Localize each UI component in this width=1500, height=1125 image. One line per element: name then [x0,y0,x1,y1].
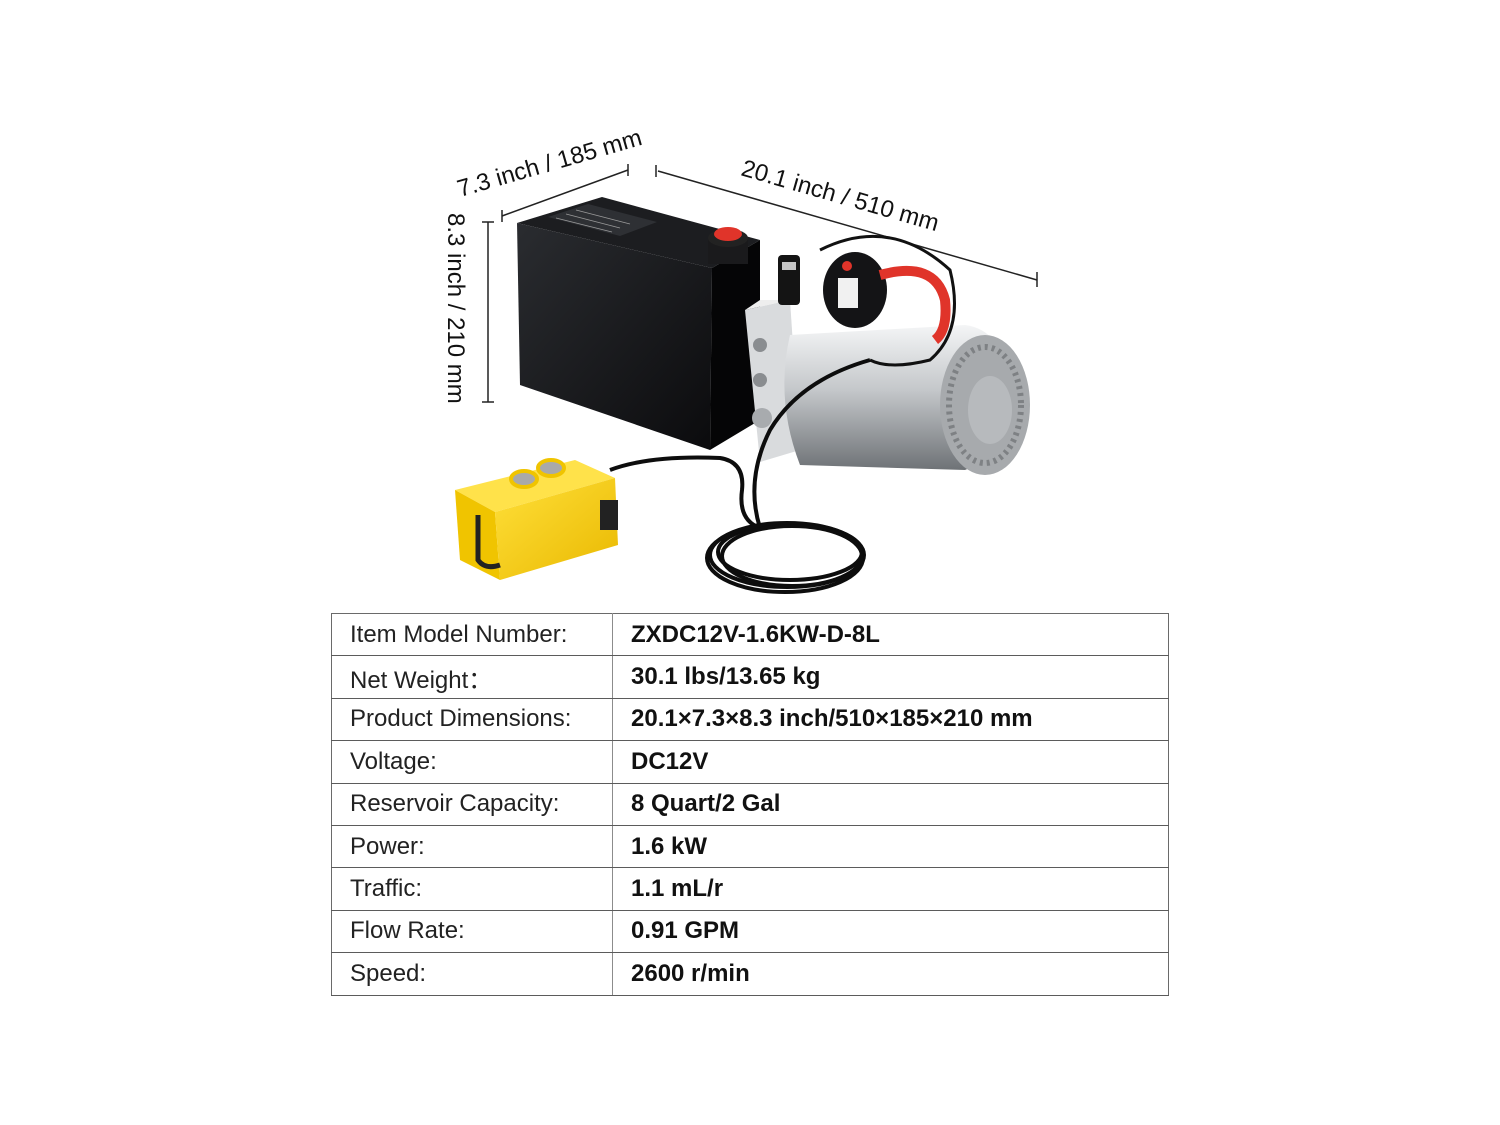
spec-label-power: Power: [331,825,613,869]
spec-label-reservoir-capacity: Reservoir Capacity: [331,783,613,826]
spec-value-voltage: DC12V [612,740,1169,784]
table-row: Net Weight： 30.1 lbs/13.65 kg [331,655,1169,699]
spec-label-traffic: Traffic: [331,867,613,911]
table-row: Speed: 2600 r/min [331,952,1169,996]
spec-value-speed: 2600 r/min [612,952,1169,996]
table-row: Flow Rate: 0.91 GPM [331,910,1169,954]
spec-label-voltage: Voltage: [331,740,613,784]
table-row: Power: 1.6 kW [331,825,1169,869]
dimension-lines [482,164,1038,403]
height-dimension-label: 8.3 inch / 210 mm [442,213,469,404]
table-row: Traffic: 1.1 mL/r [331,867,1169,911]
spec-label-speed: Speed: [331,952,613,996]
remote-pendant [455,458,618,580]
spec-value-power: 1.6 kW [612,825,1169,869]
product-image: 7.3 inch / 185 mm 20.1 inch / 510 mm 8.3… [430,110,1070,610]
spec-value-model-number: ZXDC12V-1.6KW-D-8L [612,613,1169,657]
table-row: Reservoir Capacity: 8 Quart/2 Gal [331,783,1169,826]
spec-value-traffic: 1.1 mL/r [612,867,1169,911]
spec-label-flow-rate: Flow Rate: [331,910,613,954]
cables [609,358,871,594]
reservoir-tank [517,197,760,450]
electric-motor [784,325,1030,475]
specifications-table: Item Model Number: ZXDC12V-1.6KW-D-8L Ne… [331,613,1169,996]
spec-label-net-weight: Net Weight： [331,655,613,699]
solenoid [819,234,956,367]
table-row: Voltage: DC12V [331,740,1169,784]
spec-label-model-number: Item Model Number: [331,613,613,657]
valve-block [745,255,800,462]
spec-value-net-weight: 30.1 lbs/13.65 kg [612,655,1169,699]
depth-dimension-label: 7.3 inch / 185 mm [454,124,645,203]
table-row: Item Model Number: ZXDC12V-1.6KW-D-8L [331,613,1169,657]
spec-value-flow-rate: 0.91 GPM [612,910,1169,954]
spec-value-dimensions: 20.1×7.3×8.3 inch/510×185×210 mm [612,698,1169,742]
length-dimension-label: 20.1 inch / 510 mm [738,155,942,237]
spec-label-dimensions: Product Dimensions: [331,698,613,742]
spec-value-reservoir-capacity: 8 Quart/2 Gal [612,783,1169,826]
filler-cap [708,227,748,264]
table-row: Product Dimensions: 20.1×7.3×8.3 inch/51… [331,698,1169,742]
